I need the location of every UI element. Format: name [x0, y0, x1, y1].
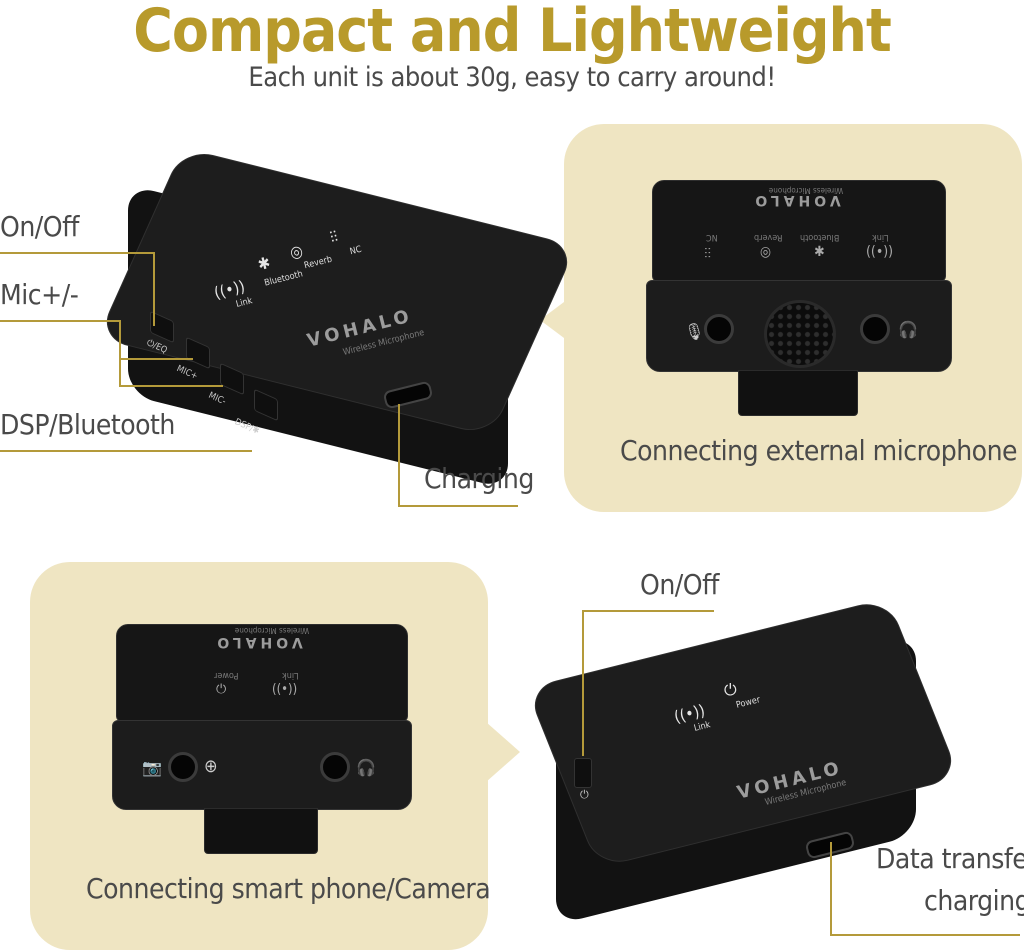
- leader-line: [582, 610, 584, 756]
- leader-line: [0, 450, 252, 452]
- page-title: Compact and Lightweight: [133, 0, 892, 66]
- leader-line: [398, 404, 400, 506]
- output-jack: [168, 752, 198, 782]
- receiver-top-device: ((•)) Link ✱ Bluetooth ◎ Reverb ⫶⫶ NC VO…: [97, 147, 577, 490]
- receiver-front-icon-label-bluetooth: Bluetooth: [800, 232, 840, 242]
- link-icon: ((•)): [866, 244, 894, 260]
- label-transmitter-on-off: On/Off: [640, 568, 719, 601]
- leader-line: [119, 385, 223, 387]
- receiver-front-icon-row: ⫶⫶ NC ◎ Reverb ✱ Bluetooth ((•)) Link: [696, 232, 916, 262]
- receiver-front-brand-sub: Wireless Microphone: [768, 186, 844, 195]
- mic-icon: 🎙: [684, 322, 705, 341]
- receiver-front-clip: [738, 370, 858, 416]
- label-receiver-charging: Charging: [424, 462, 534, 495]
- label-receiver-dsp: DSP/Bluetooth: [0, 408, 175, 441]
- headphone-icon: 🎧: [898, 320, 918, 339]
- page-subtitle: Each unit is about 30g, easy to carry ar…: [248, 62, 776, 93]
- leader-line: [0, 252, 155, 254]
- microphone-grille: [764, 300, 836, 368]
- receiver-front-device: VOHALO Wireless Microphone ⫶⫶ NC ◎ Rever…: [646, 180, 952, 416]
- receiver-front-icon-label-nc: NC: [706, 232, 718, 242]
- receiver-front-icon-label-link: Link: [872, 232, 889, 242]
- transmitter-front-face: [112, 720, 412, 810]
- transmitter-front-icon-label-link: Link: [282, 670, 299, 680]
- power-button[interactable]: [574, 758, 592, 788]
- receiver-front-icon-label-reverb: Reverb: [754, 232, 783, 242]
- camera-icon: 📷: [142, 758, 162, 777]
- reverb-icon: ◎: [760, 244, 771, 260]
- label-receiver-mic: Mic+/-: [0, 278, 79, 311]
- panel-pointer-bottom: [486, 722, 520, 782]
- label-receiver-on-off: On/Off: [0, 210, 79, 243]
- transmitter-front-device: VOHALO Wireless Microphone ⏻ Power ((•))…: [112, 624, 412, 854]
- transmitter-power-icon: ⏻: [580, 788, 589, 801]
- bluetooth-icon: ✱: [814, 244, 825, 260]
- label-transmitter-data-line1: Data transfer: [876, 842, 1024, 875]
- link-icon: ((•)): [272, 682, 298, 697]
- leader-line: [119, 358, 193, 360]
- headphone-jack: [320, 752, 350, 782]
- output-icon: ⊕: [204, 756, 218, 777]
- label-transmitter-data-line2: charging: [924, 884, 1024, 917]
- leader-line: [582, 610, 714, 612]
- caption-external-mic: Connecting external microphone: [620, 434, 1018, 467]
- headphone-icon: 🎧: [356, 758, 376, 777]
- leader-line: [830, 842, 832, 936]
- power-icon: ⏻: [216, 682, 227, 697]
- leader-line: [153, 252, 155, 326]
- power-icon: ⏻: [724, 680, 737, 699]
- leader-line: [0, 320, 120, 322]
- transmitter-front-brand: VOHALO: [213, 634, 303, 650]
- mic-input-jack: [704, 314, 734, 344]
- headphone-jack: [860, 314, 890, 344]
- nc-icon: ⫶⫶: [704, 246, 711, 262]
- transmitter-front-icon-label-power: Power: [214, 670, 239, 680]
- transmitter-front-brand-sub: Wireless Microphone: [234, 626, 310, 635]
- transmitter-front-clip: [204, 808, 318, 854]
- caption-smart-phone: Connecting smart phone/Camera: [86, 872, 491, 905]
- transmitter-top-device: ((•)) Link ⏻ Power VOHALO Wireless Micro…: [525, 597, 961, 930]
- receiver-front-top-face: [652, 180, 946, 282]
- leader-line: [830, 934, 1020, 936]
- leader-line: [398, 505, 518, 507]
- leader-line: [119, 320, 121, 386]
